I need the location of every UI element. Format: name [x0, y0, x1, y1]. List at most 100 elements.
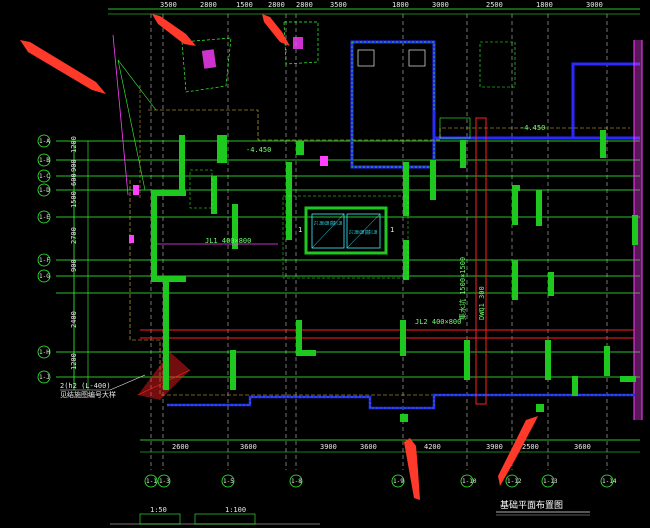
left-dim-1: 1200	[70, 136, 78, 153]
svg-text:1-5: 1-5	[223, 478, 234, 485]
elevator-core[interactable]: LT-1 2000×2300 底标高-5.200 LT-2 2000×2300 …	[298, 206, 394, 255]
top-dimension-line: 3500 2800 1500 2800 2800 3500 1800 3000 …	[108, 1, 640, 15]
axis-bubble-bottom-6: 1-10	[460, 474, 477, 488]
svg-text:1-3: 1-3	[159, 478, 170, 485]
svg-text:1-12: 1-12	[507, 478, 522, 485]
svg-text:1-H: 1-H	[39, 349, 50, 356]
left-axis-bubbles: 1-A 1-B 1-C 1-D 1-E 1-F 1-G 1-H 1-J	[37, 134, 51, 384]
bottom-detail-scale: 1:50	[150, 506, 167, 514]
svg-text:1-8: 1-8	[291, 478, 302, 485]
site-boundary-left	[112, 34, 157, 200]
axis-bubble-left-4: 1-D	[37, 183, 51, 197]
foundation-outline	[129, 109, 630, 396]
left-note-line1: 2(h2 (L-400)	[60, 382, 111, 390]
arrow-bottom-right-icon	[498, 416, 538, 486]
bottom-dim-8: 3600	[574, 443, 591, 451]
left-dim-7: 2400	[70, 311, 78, 328]
top-dim-5: 2800	[296, 1, 313, 9]
svg-text:1-E: 1-E	[39, 214, 50, 221]
svg-text:1-F: 1-F	[39, 257, 50, 264]
svg-text:1-A: 1-A	[39, 138, 50, 145]
arrow-top-left-icon	[152, 14, 196, 46]
svg-text:1-G: 1-G	[39, 273, 50, 280]
axis-bubble-left-9: 1-J	[37, 370, 51, 384]
axis-bubble-bottom-7: 1-12	[505, 474, 522, 488]
top-dim-6: 3500	[330, 1, 347, 9]
label-beam-a: JL1 400×800	[205, 237, 251, 245]
red-accent-lines	[140, 117, 634, 405]
left-dim-8: 1200	[70, 353, 78, 370]
top-right-core	[350, 40, 640, 169]
left-dim-3: 600	[70, 173, 78, 186]
label-wall: DWQ1 300	[478, 286, 486, 320]
top-dim-8: 3000	[432, 1, 449, 9]
label-beam-b: JL2 400×800	[415, 318, 461, 326]
svg-text:1-9: 1-9	[393, 478, 404, 485]
axis-bubble-bottom-1: 1-1	[144, 474, 158, 488]
axis-bubble-left-5: 1-E	[37, 210, 51, 224]
annotations: JL1 400×800 JL2 400×800 集水坑 1500×1500 DW…	[205, 124, 545, 326]
axis-bubble-bottom-4: 1-8	[289, 474, 303, 488]
interior-rects	[189, 169, 409, 279]
axis-bubble-left-8: 1-H	[37, 345, 51, 359]
axis-bubble-left-6: 1-F	[37, 253, 51, 267]
axis-bubble-left-1: 1-A	[37, 134, 51, 148]
top-dim-1: 3500	[160, 1, 177, 9]
label-pit: 集水坑 1500×1500	[458, 257, 467, 320]
bottom-dim-7: 2500	[522, 443, 539, 451]
svg-text:1-C: 1-C	[39, 173, 50, 180]
top-dim-2: 2800	[200, 1, 217, 9]
drawing-title-block: 基础平面布置图	[496, 499, 590, 516]
top-dim-10: 1800	[536, 1, 553, 9]
top-dim-7: 1800	[392, 1, 409, 9]
axis-bubble-bottom-8: 1-13	[541, 474, 558, 488]
svg-text:1-13: 1-13	[543, 478, 558, 485]
drawing-title: 基础平面布置图	[500, 499, 563, 511]
axis-bubble-left-7: 1-G	[37, 269, 51, 283]
top-dim-3: 1500	[236, 1, 253, 9]
arrow-bottom-mid-icon	[404, 438, 420, 500]
left-note-line2: 见结施图编号大样	[60, 390, 116, 399]
svg-text:1-10: 1-10	[462, 478, 477, 485]
bottom-dim-6: 3900	[486, 443, 503, 451]
top-dim-4: 2800	[268, 1, 285, 9]
axis-bubble-bottom-3: 1-5	[221, 474, 235, 488]
axis-bubble-bottom-2: 1-3	[157, 474, 171, 488]
elevator-right-label: LT-2 2000×2300 底标高-5.200	[349, 229, 377, 236]
svg-text:1-D: 1-D	[39, 187, 50, 194]
bottom-dim-1: 2600	[172, 443, 189, 451]
axis-bubble-left-3: 1-C	[37, 169, 51, 183]
svg-text:1-1: 1-1	[146, 478, 157, 485]
bottom-dim-2: 3600	[240, 443, 257, 451]
left-dimension-line: 1200 900 600 1500 2700 900 2400 1200	[70, 136, 89, 390]
top-dim-11: 3000	[586, 1, 603, 9]
axis-bubble-left-2: 1-B	[37, 153, 51, 167]
top-dim-9: 2500	[486, 1, 503, 9]
bottom-axis-bubbles: 1-1 1-3 1-5 1-8 1-9 1-10 1-12 1-13 1-14	[144, 474, 617, 488]
shear-walls	[151, 130, 638, 422]
svg-text:1-14: 1-14	[602, 478, 617, 485]
left-dim-6: 900	[70, 259, 78, 272]
axis-bubble-bottom-9: 1-14	[600, 474, 617, 488]
svg-text:1-B: 1-B	[39, 157, 50, 164]
bottom-dimension-line: 2600 3600 3900 3600 4200 3900 2500 3600	[140, 439, 640, 453]
left-dim-2: 900	[70, 159, 78, 172]
bottom-dim-3: 3900	[320, 443, 337, 451]
left-dim-4: 1500	[70, 191, 78, 208]
bottom-detail-scale-2: 1:100	[225, 506, 246, 514]
elevator-tag-right: 1	[390, 226, 394, 234]
label-slab-b: -4.450	[520, 124, 545, 132]
elevator-left-label: LT-1 2000×2300 底标高-5.200	[314, 220, 342, 227]
bottom-dim-4: 3600	[360, 443, 377, 451]
left-leader-note: 2(h2 (L-400) 见结施图编号大样	[60, 374, 146, 399]
arrow-left-icon	[20, 40, 106, 94]
left-dim-5: 2700	[70, 227, 78, 244]
axis-bubble-bottom-5: 1-9	[391, 474, 405, 488]
elevator-tag-left: 1	[298, 226, 302, 234]
partial-detail-bottom: 1:50 1:100	[110, 506, 320, 525]
svg-text:1-J: 1-J	[39, 374, 50, 381]
pink-columns	[129, 156, 328, 243]
arrow-top-mid-icon	[262, 14, 290, 46]
bottom-dim-5: 4200	[424, 443, 441, 451]
